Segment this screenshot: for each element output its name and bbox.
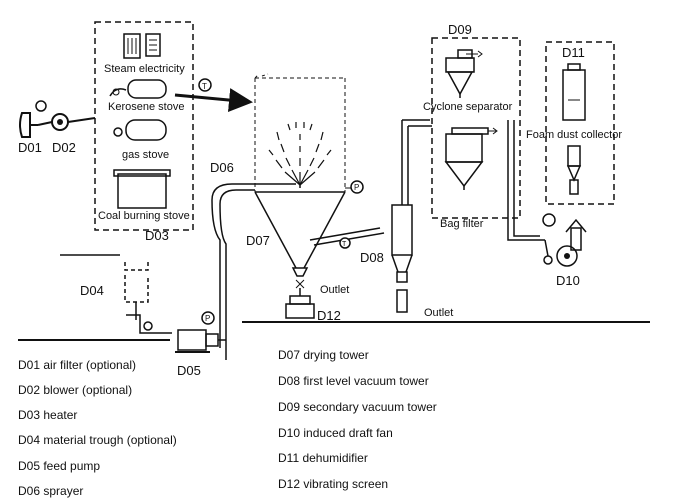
foam-dust-collector-icon xyxy=(562,63,586,195)
label-d12: D12 xyxy=(317,308,341,323)
feed-line xyxy=(211,183,301,348)
blower-d02 xyxy=(35,100,96,131)
legend-item-d02: D02 blower (optional) xyxy=(18,383,133,397)
secondary-tower-d09-box xyxy=(431,37,521,219)
duct-d08-to-d09 xyxy=(402,119,432,127)
vacuum-tower-d08 xyxy=(391,120,413,313)
legend-item-d08: D08 first level vacuum tower xyxy=(278,374,429,388)
legend-item-d04: D04 material trough (optional) xyxy=(18,433,177,447)
legend-item-d09: D09 secondary vacuum tower xyxy=(278,400,437,414)
label-outlet-main: Outlet xyxy=(424,307,453,319)
marker-p-tower: P xyxy=(354,183,359,192)
vibrating-screen-d12 xyxy=(285,288,315,319)
pressure-marker-tower: P xyxy=(345,180,364,194)
label-gas-stove: gas stove xyxy=(122,149,169,161)
marker-t-heater: T xyxy=(202,82,207,91)
material-trough-d04 xyxy=(60,254,172,334)
label-steam-electricity: Steam electricity xyxy=(104,63,185,75)
cyclone-separator-icon xyxy=(445,49,483,98)
label-d03: D03 xyxy=(145,228,169,243)
label-d01: D01 xyxy=(18,140,42,155)
kerosene-stove-icon xyxy=(109,79,167,99)
legend-item-d06: D06 sprayer xyxy=(18,484,84,498)
label-d09: D09 xyxy=(448,22,472,37)
label-d08: D08 xyxy=(360,250,384,265)
legend-item-d12: D12 vibrating screen xyxy=(278,477,389,491)
bag-filter-icon xyxy=(444,127,498,190)
label-d07: D07 xyxy=(246,233,270,248)
spray-pattern xyxy=(268,122,332,186)
legend-item-d11: D11 dehumidifier xyxy=(278,451,368,465)
air-filter-d01 xyxy=(19,112,38,138)
induced-draft-fan-d10 xyxy=(542,213,587,267)
hot-air-line: T xyxy=(174,78,253,112)
coal-stove-icon xyxy=(113,169,171,209)
label-d06: D06 xyxy=(210,160,234,175)
label-d02: D02 xyxy=(52,140,76,155)
legend-item-d03: D03 heater xyxy=(18,408,78,422)
label-outlet-tower: Outlet xyxy=(320,284,349,296)
duct-tower-to-d08: T xyxy=(309,227,385,249)
marker-p-pump: P xyxy=(205,314,210,323)
legend-item-d05: D05 feed pump xyxy=(18,459,101,473)
label-d11: D11 xyxy=(562,45,585,60)
label-d05: D05 xyxy=(177,363,201,378)
label-kerosene-stove: Kerosene stove xyxy=(108,101,184,113)
marker-t-duct: T xyxy=(342,241,347,248)
steam-electricity-icon xyxy=(123,33,161,59)
label-cyclone-separator: Cyclone separator xyxy=(423,101,513,113)
duct-d09-to-d10 xyxy=(507,120,545,241)
label-d04: D04 xyxy=(80,283,104,298)
legend-item-d01: D01 air filter (optional) xyxy=(18,358,137,372)
drying-tower-d07 xyxy=(254,73,346,289)
label-d10: D10 xyxy=(556,273,580,288)
label-bag-filter: Bag filter xyxy=(440,218,484,230)
heater-d03-box xyxy=(94,21,194,231)
dehumidifier-d11-box xyxy=(545,41,615,205)
feed-pump-d05: P xyxy=(175,311,227,360)
legend-item-d07: D07 drying tower xyxy=(278,348,369,362)
legend-item-d10: D10 induced draft fan xyxy=(278,426,393,440)
gas-stove-icon xyxy=(113,119,167,141)
label-foam-dust-collector: Foam dust collector xyxy=(526,129,622,141)
label-coal-stove: Coal burning stove xyxy=(98,210,190,222)
